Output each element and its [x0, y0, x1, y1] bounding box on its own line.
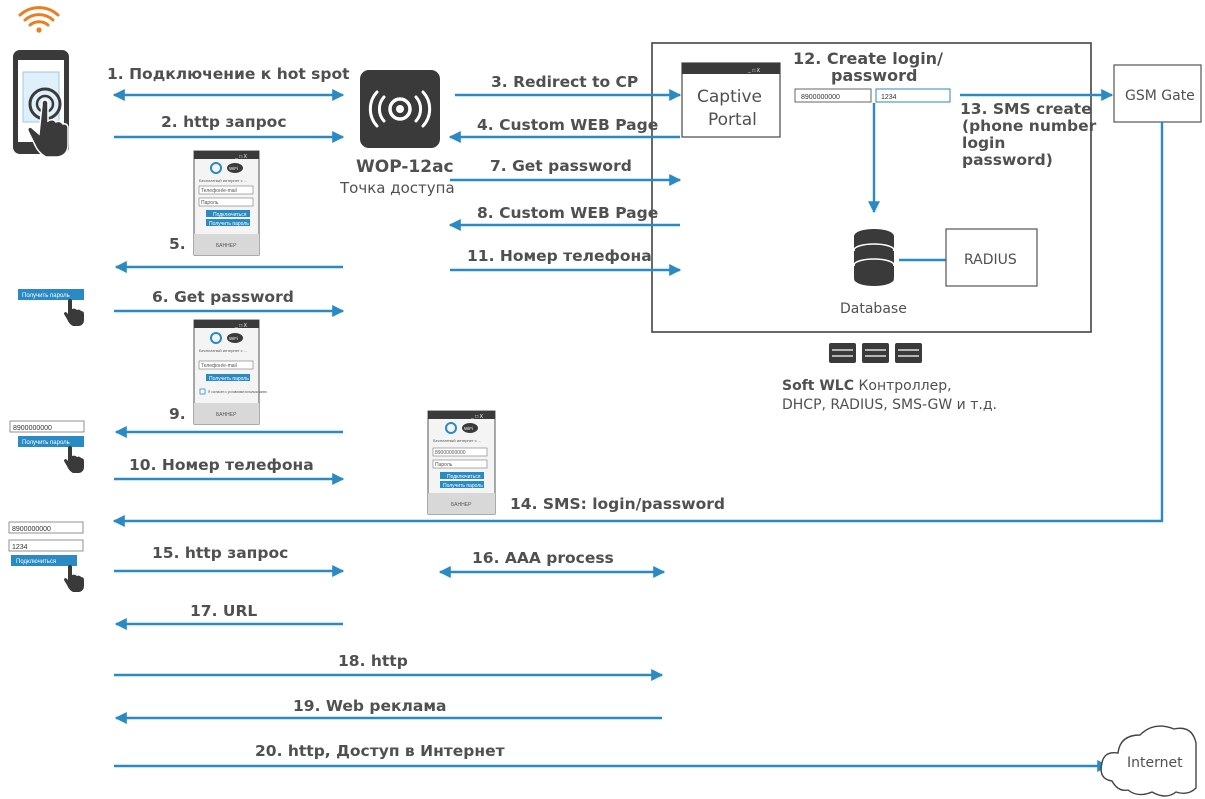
form2-get-password-button: Получить пароль: [209, 376, 249, 382]
side-connect-button: Подключиться: [16, 559, 56, 565]
captive-portal-window: _ □ X Captive Portal: [681, 62, 781, 138]
soft-wlc-box: [651, 42, 1092, 333]
form1-window-controls: _ □ X: [234, 154, 248, 160]
form2-banner: БАННЕР: [216, 412, 237, 418]
form2-agree-text: Я согласен с условиями использования: [208, 390, 267, 394]
soft-wlc-caption-rest: Контроллер,: [854, 378, 952, 394]
password-field-value: 1234: [881, 94, 897, 101]
side-get-password-button: Получить пароль: [22, 293, 70, 299]
captive-portal-line2: Portal: [708, 110, 757, 130]
form3-banner: БАННЕР: [451, 502, 472, 508]
step-18-label: 18. http: [338, 652, 408, 670]
step-15-label: 15. http запрос: [152, 544, 288, 562]
form3-password-field: Пароль: [435, 462, 453, 468]
step-4-label: 4. Custom WEB Page: [477, 116, 658, 134]
form3-window-controls: _ □ X: [470, 414, 484, 420]
step-3-label: 3. Redirect to CP: [491, 73, 638, 91]
form3-connect-button: Подключиться: [447, 474, 481, 480]
arrow-14-sms: [112, 122, 1164, 527]
smartphone-icon: [13, 50, 69, 158]
gsm-gate-box: [1113, 64, 1202, 123]
step-17-label: 17. URL: [190, 602, 257, 620]
step-13-label-line1: 13. SMS create: [960, 100, 1092, 118]
database-label: Database: [840, 301, 907, 317]
step-10-label: 10. Номер телефона: [129, 456, 314, 474]
form3-phone-field: 89000000000: [435, 450, 466, 456]
step-7-label: 7. Get password: [490, 157, 632, 175]
login-form-window-2: _ □ X WiFi Бесплатный интернет с ... Тел…: [193, 319, 267, 425]
access-point-subtitle: Точка доступа: [339, 179, 455, 197]
gsm-gate-label: GSM Gate: [1125, 88, 1195, 104]
step-13-label-line4: password): [962, 151, 1053, 169]
internet-cloud-icon: [1100, 725, 1197, 797]
side-get-password-widget: Получить пароль: [18, 289, 84, 326]
login-form-window-1: _ □ X WiFi Бесплатный интернет с ... Тел…: [193, 150, 260, 256]
radius-box: [945, 228, 1038, 287]
step-9-label: 9.: [169, 405, 186, 423]
password-field: [875, 88, 951, 103]
step-1-label: 1. Подключение к hot spot: [107, 65, 350, 83]
step-13-label-line2: (phone number: [962, 117, 1097, 135]
step-20-label: 20. http, Доступ в Интернет: [255, 742, 505, 760]
step-19-label: 19. Web реклама: [293, 697, 446, 715]
form1-password-field: Пароль: [201, 200, 219, 206]
step-14-label: 14. SMS: login/password: [510, 495, 725, 513]
side-hand-cursor-icon-2: [64, 446, 84, 473]
form1-phone-field: Телефон/e-mail: [201, 188, 237, 194]
side-hand-cursor-icon-1: [64, 299, 84, 326]
radius-label: RADIUS: [964, 252, 1017, 268]
login-form-window-3: _ □ X WiFi Бесплатный интернет с ... 890…: [427, 410, 496, 515]
soft-wlc-caption-line1: Soft WLC Контроллер,: [782, 378, 952, 394]
access-point-icon: [360, 70, 440, 148]
step-5-label: 5.: [169, 235, 186, 253]
form1-get-password-button: Получить пароль: [209, 221, 249, 227]
form1-connect-button: Подключиться: [213, 212, 247, 218]
captive-window-controls: _ □ X: [747, 68, 761, 74]
form2-phone-field: Телефон/e-mail: [201, 363, 237, 369]
form2-window-controls: _ □ X: [234, 323, 248, 329]
step-2-label: 2. http запрос: [161, 113, 287, 131]
captive-portal-line1: Captive: [697, 87, 762, 107]
soft-wlc-caption-bold: Soft WLC: [782, 378, 854, 394]
side-phone-field: 8900000000: [13, 425, 52, 432]
internet-label: Internet: [1127, 755, 1183, 771]
step-11-label: 11. Номер телефона: [467, 247, 652, 265]
step-12-label-line2: password: [831, 66, 917, 85]
step-8-label: 8. Custom WEB Page: [477, 204, 658, 222]
login-field-value: 8900000000: [801, 94, 840, 101]
form3-wifi-badge: WiFi: [464, 426, 473, 431]
side-hand-cursor-icon-3: [64, 565, 84, 592]
side-phone-widget: 8900000000 Получить пароль: [9, 420, 85, 473]
form1-wifi-badge: WiFi: [229, 166, 238, 171]
side-get-password-button-2: Получить пароль: [22, 440, 70, 446]
side-login-field: 8900000000: [12, 526, 51, 533]
login-field: [794, 88, 872, 103]
form3-heading: Бесплатный интернет с ...: [433, 438, 481, 443]
wifi-signal-icon: [18, 6, 60, 33]
step-12-label-line1: 12. Create login/: [793, 49, 943, 68]
soft-wlc-caption-line2: DHCP, RADIUS, SMS-GW и т.д.: [782, 397, 997, 413]
database-icon: [853, 229, 895, 286]
side-password-field: 1234: [12, 544, 28, 551]
server-rack-icon: [829, 343, 922, 363]
form1-banner: БАННЕР: [216, 243, 237, 249]
form3-get-password-button: Получить пароль: [443, 483, 483, 489]
side-login-widget: 8900000000 1234 Подключиться: [8, 521, 84, 592]
form2-heading: Бесплатный интернет с ...: [199, 348, 247, 353]
form1-heading: Бесплатный интернет с ...: [199, 178, 247, 183]
step-13-label-line3: login: [962, 134, 1005, 152]
step-16-label: 16. AAA process: [472, 549, 614, 567]
step-6-label: 6. Get password: [152, 288, 294, 306]
form2-wifi-badge: WiFi: [229, 336, 238, 341]
access-point-name: WOP-12ac: [356, 157, 454, 177]
